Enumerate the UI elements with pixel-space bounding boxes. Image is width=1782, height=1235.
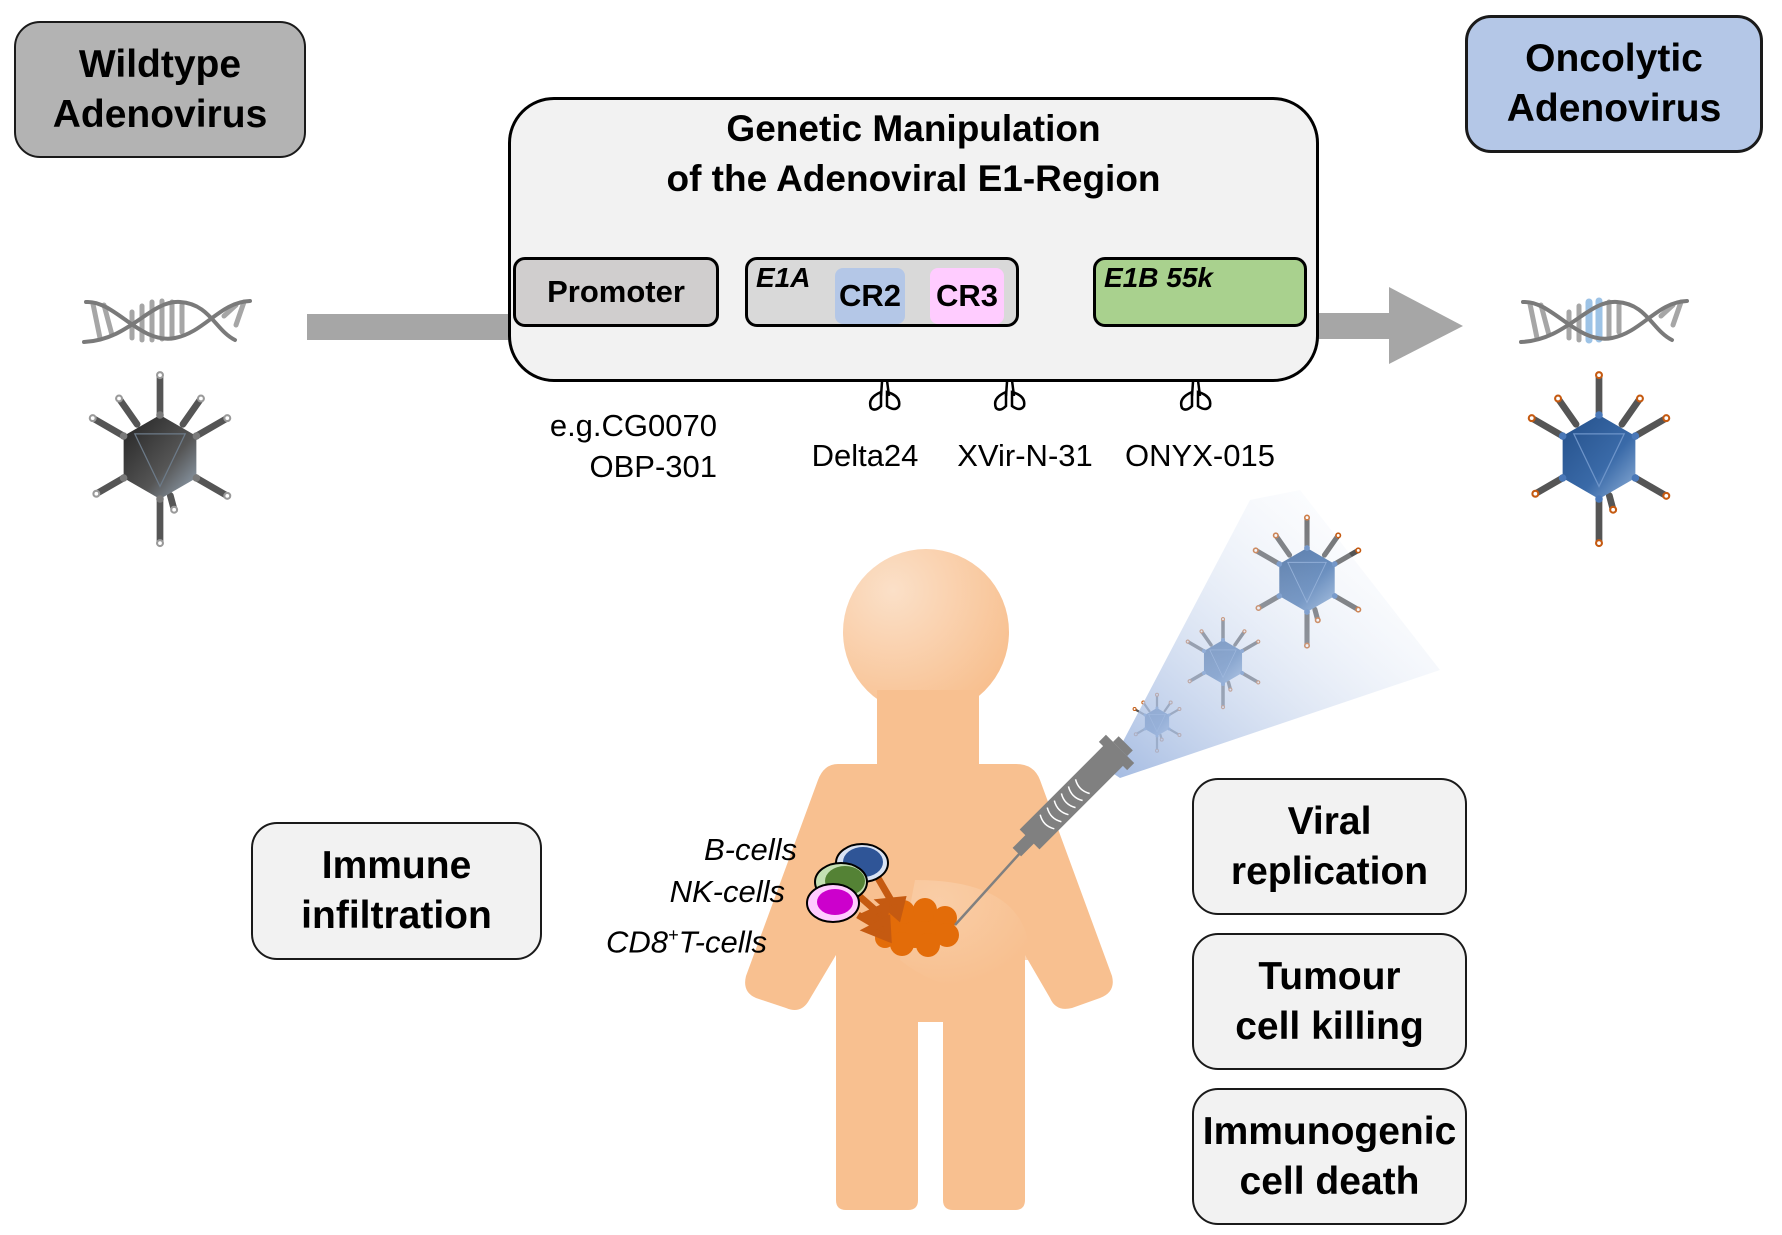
wildtype-virus-icon (88, 371, 232, 548)
immune-infiltration-box: Immune infiltration (251, 822, 542, 960)
promoter-region: Promoter (513, 257, 719, 327)
effect-2-line1: Tumour (1258, 954, 1401, 998)
oncolytic-line1: Oncolytic (1525, 37, 1703, 80)
immune-infiltration-arrows (855, 876, 907, 944)
cr2-domain: CR2 (835, 268, 905, 324)
effect-tumour-cell-killing: Tumour cell killing (1192, 933, 1467, 1070)
cd8-t-cell-icon (806, 883, 860, 923)
wildtype-line1: Wildtype (78, 42, 242, 86)
genetic-manipulation-box: Genetic Manipulation of the Adenoviral E… (508, 97, 1319, 382)
genetic-title-line1: Genetic Manipulation (726, 108, 1101, 149)
b-cells-label: B-cells (703, 832, 797, 867)
injection-spray-cone (1108, 490, 1440, 778)
cr3-domain: CR3 (930, 268, 1004, 324)
effect-1-line2: replication (1230, 849, 1429, 893)
e1a-region: E1A CR2 CR3 (745, 257, 1019, 327)
cd8-text: CD8 (606, 924, 669, 960)
oncolytic-virus-icon (1527, 371, 1671, 548)
wildtype-line2: Adenovirus (52, 92, 268, 136)
arrow-right (1310, 287, 1463, 364)
cd8-superscript: + (668, 925, 679, 945)
syringe-icon (954, 734, 1135, 926)
arrow-left-bar (307, 314, 517, 340)
immune-line2: infiltration (301, 894, 492, 937)
cr2-example: Delta24 (811, 438, 919, 473)
human-body-figure (745, 549, 1113, 1210)
promoter-example-2: OBP-301 (589, 449, 717, 484)
t-cells-text: T-cells (678, 924, 767, 960)
cr3-label: CR3 (935, 278, 998, 313)
dna-modified-icon (1519, 297, 1689, 344)
effect-viral-replication: Viral replication (1192, 778, 1467, 915)
cd8-t-cells-label: CD8+T-cells (560, 915, 767, 962)
e1b-example: ONYX-015 (1125, 438, 1275, 473)
effect-3-line1: Immunogenic (1202, 1109, 1457, 1153)
oncolytic-line2: Adenovirus (1506, 87, 1722, 130)
cr3-example: XVir-N-31 (957, 438, 1093, 473)
effect-3-line2: cell death (1239, 1159, 1420, 1203)
e1a-label: E1A (756, 262, 811, 293)
cr2-label: CR2 (838, 278, 901, 313)
nk-cells-label: NK-cells (669, 874, 785, 909)
genetic-title-line2: of the Adenoviral E1-Region (666, 158, 1161, 199)
oncolytic-adenovirus-box: Oncolytic Adenovirus (1465, 15, 1763, 153)
wildtype-adenovirus-box: Wildtype Adenovirus (14, 21, 306, 158)
immune-cells (806, 843, 889, 923)
effect-immunogenic-cell-death: Immunogenic cell death (1192, 1088, 1467, 1225)
promoter-label: Promoter (547, 274, 685, 309)
immune-line1: Immune (321, 844, 472, 887)
effect-2-line2: cell killing (1235, 1004, 1424, 1048)
e1b-label: E1B 55k (1104, 262, 1213, 293)
dna-wildtype-icon (82, 298, 252, 344)
promoter-example-1: e.g.CG0070 (549, 408, 717, 443)
e1b-55k-region: E1B 55k (1093, 257, 1307, 327)
effect-1-line1: Viral (1287, 799, 1372, 843)
